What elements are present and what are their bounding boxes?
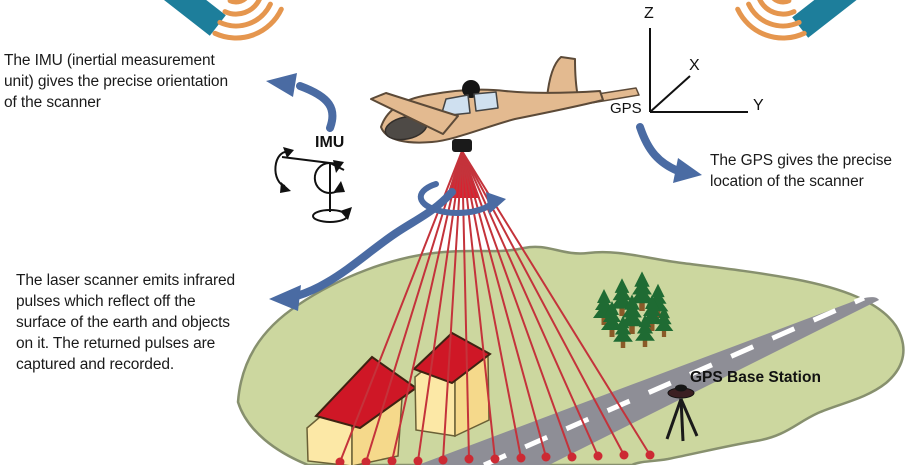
plane-tail-fin [546, 56, 579, 99]
caption-line: unit) gives the precise orientation [4, 73, 228, 90]
house-roof [412, 331, 492, 385]
caption-line: location of the scanner [710, 173, 864, 190]
arrowhead [266, 73, 297, 97]
satellite-icon [134, 0, 284, 41]
gimbal-axes-icon [274, 147, 352, 223]
axis-z-label: Z [644, 5, 654, 22]
gps-caption: The GPS gives the precise location of th… [710, 150, 920, 192]
scan-rotation-swirl [417, 181, 495, 216]
surveyor-tripod-icon [665, 384, 699, 442]
xyz-axes-icon [649, 28, 748, 113]
caption-line: of the scanner [4, 94, 101, 111]
plane-side-window [473, 91, 499, 112]
caption-line: The GPS gives the precise [710, 152, 892, 169]
arrow-to-laser-caption [293, 188, 456, 300]
blue-arrows [293, 82, 682, 300]
blue-arrowheads [266, 73, 702, 311]
plane-near-wing [370, 92, 459, 135]
imu-caption: The IMU (inertial measurement unit) give… [4, 50, 266, 113]
laser-caption: The laser scanner emits infrared pulses … [16, 270, 282, 375]
gps-axes-label: GPS [610, 100, 642, 117]
road [418, 295, 879, 465]
caption-line: surface of the earth and objects [16, 314, 230, 331]
caption-line: The laser scanner emits infrared [16, 272, 236, 289]
gps-base-station-label: GPS Base Station [690, 369, 821, 386]
axis-x-label: X [689, 57, 700, 74]
satellite-icon [735, 0, 884, 41]
caption-line: The IMU (inertial measurement [4, 52, 215, 69]
house [306, 355, 418, 465]
axis-y-label: Y [753, 97, 764, 114]
caption-line: pulses which reflect off the [16, 293, 196, 310]
arrowhead [269, 285, 301, 311]
radio-waves-icon [735, 0, 807, 41]
airplane-icon [370, 56, 640, 152]
caption-line: on it. The returned pulses are [16, 335, 216, 352]
arrowhead [673, 158, 702, 183]
arrow-to-imu-caption [296, 82, 337, 132]
arrow-to-gps-caption [636, 123, 682, 175]
laser-scan-fan-icon [339, 150, 651, 463]
caption-line: captured and recorded. [16, 356, 175, 373]
laser-scanner-unit [452, 139, 472, 152]
plane-windshield [440, 94, 471, 117]
imu-label: IMU [315, 134, 345, 151]
arrowhead [486, 192, 506, 214]
radio-waves-icon [212, 0, 284, 41]
laser-return-dots [335, 450, 655, 465]
